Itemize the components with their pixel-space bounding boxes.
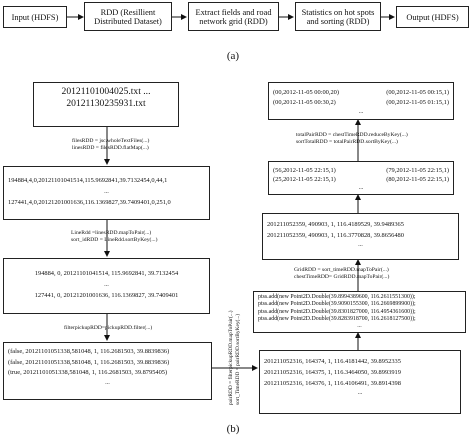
result-ellipsis: ... bbox=[358, 108, 364, 115]
label-files-rdd: filesRDD = jsc.wholeTextFiles(...) bbox=[72, 138, 150, 144]
box-output-hdfs-label: Output (HDFS) bbox=[406, 12, 459, 22]
label-pair-rdd: pairRDD = filterpickupRDD.mapToPair(...) bbox=[228, 310, 234, 405]
box-filtered-records: (false, 20121101051338,581048, 1, 116.26… bbox=[3, 342, 212, 400]
result-row-1: (00,2012-11-05 00:00,20) (00,2012-11-05 … bbox=[273, 88, 449, 98]
count-right-1: (79,2012-11-05 22:15,1) bbox=[386, 167, 449, 174]
result-left-2: (00,2012-11-05 00:30,2) bbox=[273, 99, 336, 106]
files-line-last: 20121130235931.txt bbox=[66, 98, 146, 109]
caption-a: (a) bbox=[226, 50, 240, 62]
box-rdd: RDD (Resillient Distributed Dataset) bbox=[84, 2, 172, 31]
box-time-sorted-records: 201211052316, 164374, 1, 116.4181442, 39… bbox=[259, 350, 461, 414]
label-sort-total-rdd: sortTotalRDD = totalPairRDD.sortByKey(..… bbox=[296, 139, 398, 145]
count-left-2: (25,2012-11-05 22:15,1) bbox=[273, 176, 336, 184]
result-left-1: (00,2012-11-05 00:00,20) bbox=[273, 89, 339, 96]
filtered-line-2: (false, 20121101051338,581048, 1, 116.26… bbox=[8, 358, 170, 366]
grid-line-ellipsis: ... bbox=[358, 241, 363, 248]
box-extract-fields-label: Extract fields and road network grid (RD… bbox=[195, 7, 272, 26]
pts-line-2: ptss.add(new Point2D.Double(39.909015530… bbox=[258, 301, 416, 308]
box-statistics-hot-spots: Statistics on hot spots and sorting (RDD… bbox=[295, 2, 381, 31]
result-row-2: (00,2012-11-05 00:30,2) (00,2012-11-05 0… bbox=[273, 98, 449, 108]
result-right-1: (00,2012-11-05 00:15,1) bbox=[386, 89, 449, 96]
time-line-ellipsis: ... bbox=[357, 389, 363, 396]
pts-line-3: ptss.add(new Point2D.Double(39.830182700… bbox=[258, 308, 416, 315]
pts-line-4: ptss.add(new Point2D.Double(39.828391870… bbox=[258, 316, 416, 323]
sorted-line-ellipsis: ... bbox=[104, 281, 109, 288]
box-grid-points: ptss.add(new Point2D.Double(39.899438960… bbox=[253, 291, 466, 333]
box-sorted-records: 194884, 0, 20121101041514, 115.9692841, … bbox=[3, 258, 210, 314]
time-line-3: 201211052316, 164376, 1, 116.4106491, 39… bbox=[264, 380, 401, 387]
raw-line-ellipsis: ... bbox=[104, 188, 109, 195]
box-statistics-hot-spots-label: Statistics on hot spots and sorting (RDD… bbox=[301, 7, 375, 26]
box-sorted-hotspot-results: (00,2012-11-05 00:00,20) (00,2012-11-05 … bbox=[268, 82, 454, 120]
box-input-hdfs-label: Input (HDFS) bbox=[11, 12, 59, 22]
count-ellipsis: ... bbox=[358, 183, 364, 191]
box-extract-fields: Extract fields and road network grid (RD… bbox=[188, 2, 279, 31]
label-sort-id-rdd: sort_idRDD = LineRdd.sortByKey(...) bbox=[71, 237, 158, 243]
box-raw-lines: 194884,4,0,20121101041514,115.9692841,39… bbox=[3, 166, 210, 220]
filtered-line-ellipsis: ... bbox=[105, 378, 110, 386]
box-grid-records: 201211052359, 490903, 1, 116.4189529, 39… bbox=[262, 213, 459, 260]
label-grid-rdd: GridRDD = sort_timeRDD.mapToPair(...) bbox=[294, 267, 389, 273]
grid-line-1: 201211052359, 490903, 1, 116.4189529, 39… bbox=[267, 221, 404, 228]
box-output-hdfs: Output (HDFS) bbox=[396, 6, 469, 28]
raw-line-last: 127441,4,0,20121201001636,116.1369827,39… bbox=[8, 199, 171, 206]
filtered-line-1: (false, 20121101051338,581048, 1, 116.26… bbox=[8, 348, 170, 355]
count-row-1: (56,2012-11-05 22:15,1) (79,2012-11-05 2… bbox=[273, 166, 449, 175]
box-rdd-label: RDD (Resillient Distributed Dataset) bbox=[94, 7, 162, 26]
sorted-line-last: 127441, 0, 20121201001636, 116.1369827, … bbox=[34, 292, 179, 299]
box-grid-time-counts: (56,2012-11-05 22:15,1) (79,2012-11-05 2… bbox=[268, 161, 454, 195]
box-text-files: 20121101004025.txt ... 20121130235931.tx… bbox=[33, 82, 179, 127]
label-filter-pickup-rdd: filterpickupRDD=pickupRDD.filter(...) bbox=[64, 325, 153, 331]
label-lines-rdd: linesRDD = filesRDD.flatMap(...) bbox=[72, 145, 149, 151]
pts-line-ellipsis: ... bbox=[357, 322, 362, 329]
time-line-2: 201211052316, 164375, 1, 116.3464050, 39… bbox=[264, 369, 401, 376]
raw-line-first: 194884,4,0,20121101041514,115.9692841,39… bbox=[8, 177, 168, 184]
files-line-ellipsis: ... bbox=[143, 86, 151, 97]
filtered-line-3: (true, 20121101051338,581048, 1, 116.268… bbox=[8, 369, 168, 377]
files-line-first: 20121101004025.txt bbox=[61, 86, 141, 97]
time-line-1: 201211052316, 164374, 1, 116.4181442, 39… bbox=[264, 358, 401, 365]
label-chest-time-rdd: chestTimeRDD= GridRDD.mapToPair(...) bbox=[294, 274, 390, 280]
label-sort-time-rdd: sort_TimeRDD = pairRDD.sortByKey(...) bbox=[235, 313, 241, 405]
grid-line-2: 201211052359, 490903, 1, 116.3770828, 39… bbox=[267, 232, 404, 239]
box-input-hdfs: Input (HDFS) bbox=[3, 6, 67, 28]
sorted-line-first: 194884, 0, 20121101041514, 115.9692841, … bbox=[34, 270, 179, 277]
label-total-pair-rdd: totalPairRDD = chestTimeRDD.reduceByKey(… bbox=[296, 132, 408, 138]
count-left-1: (56,2012-11-05 22:15,1) bbox=[273, 167, 336, 174]
label-line-rdd: LineRdd =linesRDD.mapToPair(...) bbox=[71, 230, 152, 236]
result-right-2: (00,2012-11-05 01:15,1) bbox=[386, 99, 449, 106]
count-row-2: (25,2012-11-05 22:15,1) (80,2012-11-05 2… bbox=[273, 175, 449, 184]
count-right-2: (80,2012-11-05 22:15,1) bbox=[386, 176, 449, 184]
caption-b: (b) bbox=[226, 423, 240, 435]
pts-line-1: ptss.add(new Point2D.Double(39.899438960… bbox=[258, 294, 416, 300]
